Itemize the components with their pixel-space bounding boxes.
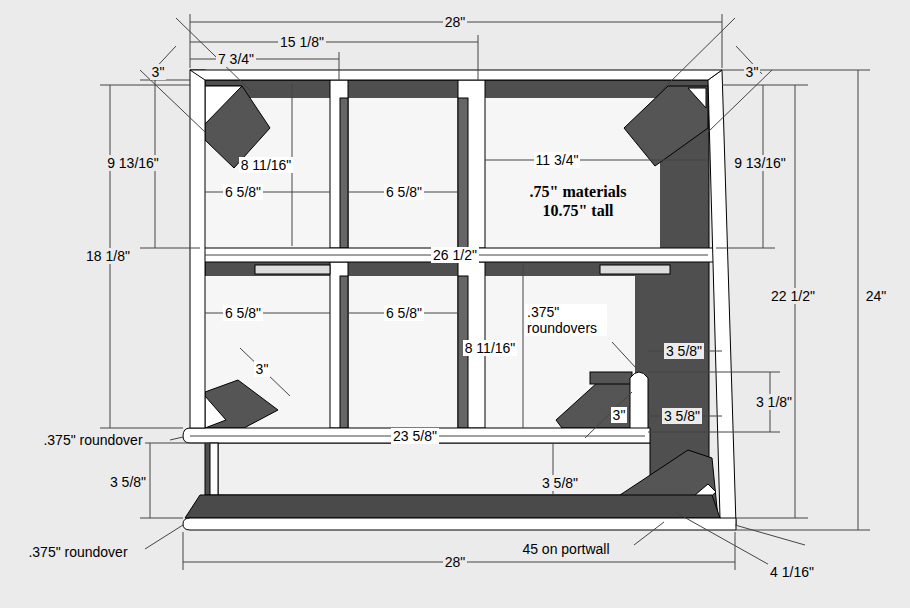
roundover-note: .375" roundover [26, 544, 129, 560]
roundover-note: .375" roundovers [525, 304, 607, 336]
material-note: .75" materials 10.75" tall [506, 182, 650, 220]
dimension-label: 6 5/8" [384, 184, 424, 200]
dimension-label: 6 5/8" [384, 305, 424, 321]
dimension-label: 3 5/8" [664, 343, 704, 359]
dimension-label: 15 1/8" [278, 34, 326, 50]
dimension-label: 3 1/8" [754, 394, 794, 410]
dimension-label: 26 1/2" [431, 247, 479, 263]
dimension-label: 9 13/16" [105, 155, 161, 171]
dimension-label: 3" [744, 64, 761, 80]
dimension-label: 3 5/8" [662, 408, 702, 424]
dimension-label: 3" [611, 407, 628, 423]
dimension-label: 8 11/16" [239, 157, 294, 173]
note-label: 45 on portwall [520, 541, 611, 557]
dimension-label: 3 5/8" [540, 475, 580, 491]
dimension-label: 22 1/2" [769, 288, 817, 304]
roundover-note: .375" roundover [41, 432, 144, 448]
dimension-label: 9 13/16" [732, 155, 788, 171]
dimension-label: 4 1/16" [768, 564, 816, 580]
dimension-label: 23 5/8" [391, 428, 439, 444]
dimension-label: 3" [150, 64, 167, 80]
dimension-label: 24" [864, 288, 889, 304]
dimension-label: 6 5/8" [223, 184, 263, 200]
dimension-label: 11 3/4" [534, 152, 581, 168]
dimension-label: 28" [443, 14, 468, 30]
dimension-label: 6 5/8" [223, 305, 263, 321]
dimension-label: 28" [443, 554, 468, 570]
dimension-label: 8 11/16" [463, 340, 518, 356]
dimension-label: 3" [254, 361, 271, 377]
dimension-label: 7 3/4" [216, 51, 256, 67]
dimension-label: 18 1/8" [84, 248, 132, 264]
dimension-label: 3 5/8" [108, 474, 148, 490]
